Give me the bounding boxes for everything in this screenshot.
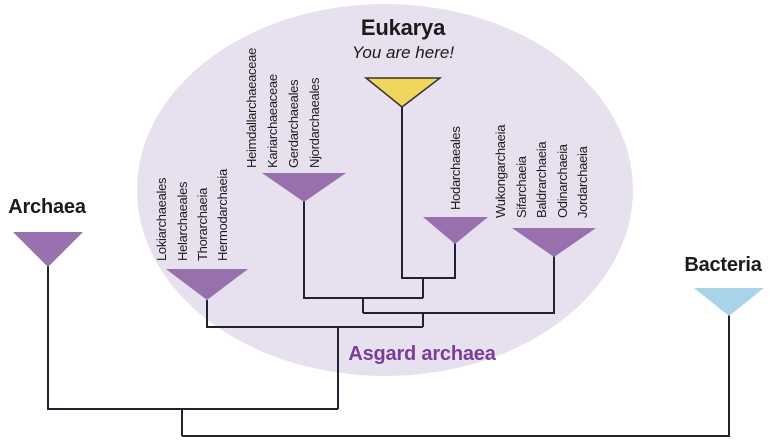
asgard-archaea-label: Asgard archaea [348, 343, 496, 365]
heimdall-group-triangle [262, 173, 346, 202]
clade-label-heimdallarchaeaceae: Heimdallarchaeaceae [244, 47, 259, 168]
clade-label-odinarchaeia: Odinarchaeia [555, 144, 570, 218]
clade-label-sifarchaeia: Sifarchaeia [514, 156, 529, 218]
bacteria-label: Bacteria [684, 254, 762, 276]
clade-label-hodarchaeales: Hodarchaeales [448, 126, 463, 210]
you-are-here-subtitle: You are here! [351, 43, 455, 62]
asgard-ellipse [137, 4, 633, 376]
clade-label-thorarchaeia: Thorarchaeia [195, 188, 210, 261]
branch-loki-group [206, 300, 423, 328]
clade-label-hermodarchaeia: Hermodarchaeia [215, 169, 230, 261]
archaea-label: Archaea [8, 196, 86, 218]
clade-label-helarchaeales: Helarchaeales [175, 181, 190, 261]
eukarya-title: Eukarya [360, 15, 446, 40]
bacteria-triangle [694, 288, 764, 316]
clade-label-kariarchaeaceae: Kariarchaeaceae [265, 74, 280, 168]
archaea-triangle [13, 232, 83, 267]
branch-wukong-group [363, 256, 555, 314]
clade-label-lokiarchaeales: Lokiarchaeales [154, 177, 169, 261]
loki-group-triangle [166, 269, 248, 300]
eukarya-triangle [363, 77, 443, 108]
branch-archaea [47, 266, 338, 410]
clade-label-baldrarchaeia: Baldrarchaeia [534, 141, 549, 218]
hodarchaeales-triangle [423, 217, 488, 244]
branch-root-bacteria [182, 315, 730, 437]
clade-label-wukongarchaeia: Wukongarchaeia [493, 124, 508, 218]
clade-label-njordarchaeales: Njordarchaeales [307, 77, 322, 168]
clade-label-gerdarchaeales: Gerdarchaeales [286, 79, 301, 168]
wukong-group-triangle [512, 228, 596, 257]
branch-eukarya-hodarchaeales [401, 106, 456, 279]
branch-heimdall-group [303, 201, 423, 299]
clade-label-jordarchaeia: Jordarchaeia [575, 146, 590, 218]
